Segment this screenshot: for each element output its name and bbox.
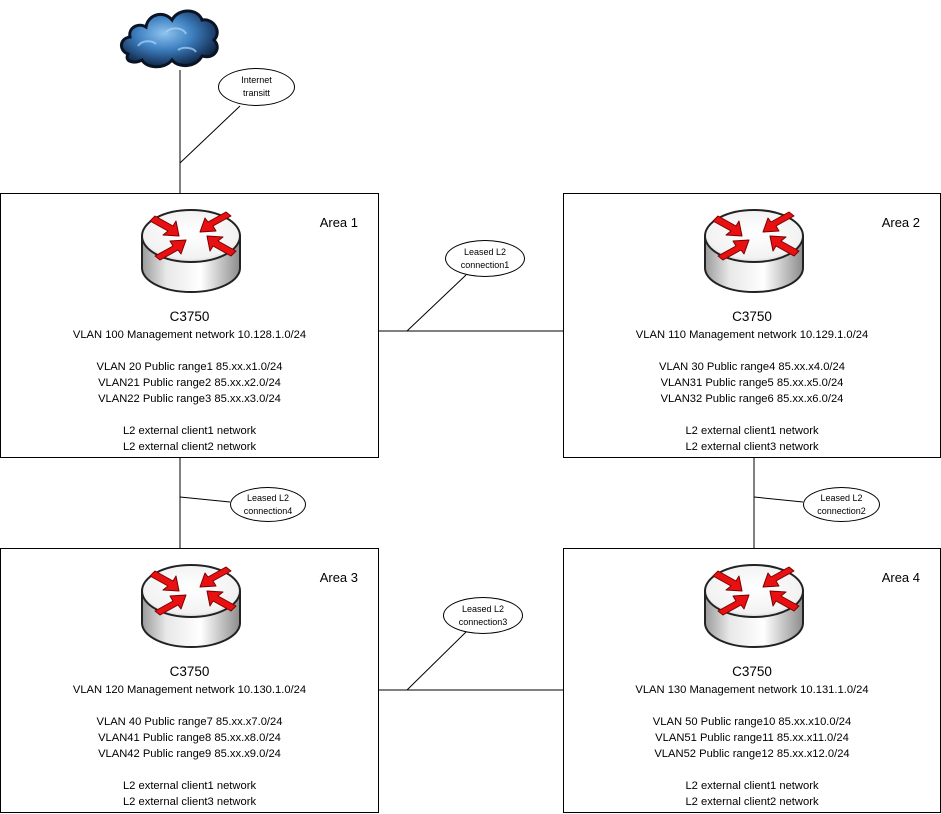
management-vlan: VLAN 130 Management network 10.131.1.0/2… [635,684,869,696]
public-vlan: VLAN51 Public range11 85.xx.x11.0/24 [655,732,849,744]
vlan-list: VLAN 110 Management network 10.129.1.0/2… [564,327,940,455]
area-2-box: Area 2 C3750 VLAN 110 Management network… [563,193,941,458]
leased-connection2-callout: Leased L2 connection2 [803,487,880,522]
public-vlan: VLAN41 Public range8 85.xx.x8.0/24 [98,732,281,744]
management-vlan: VLAN 100 Management network 10.128.1.0/2… [72,329,307,341]
router-icon [139,559,243,651]
area-label: Area 1 [319,215,358,230]
area-label: Area 3 [319,570,358,585]
client-network: L2 external client1 network [685,425,819,437]
client-network: L2 external client3 network [685,441,819,453]
callout-line-2: connection2 [817,505,866,516]
router-model: C3750 [169,309,210,324]
public-vlan: VLAN32 Public range6 85.xx.x6.0/24 [660,393,844,405]
internet-callout-pointer [179,105,241,164]
area-3-box: Area 3 C3750 VLAN 120 Management network… [0,548,379,813]
public-vlan: VLAN22 Public range3 85.xx.x3.0/24 [98,393,281,405]
router-icon [139,204,243,296]
area-label: Area 4 [881,570,920,585]
public-vlan: VLAN 40 Public range7 85.xx.x7.0/24 [96,716,283,728]
connection1-pointer [406,274,467,332]
public-vlan: VLAN 20 Public range1 85.xx.x1.0/24 [96,361,283,373]
internet-transit-callout: Internet transitt [218,68,295,106]
client-network: L2 external client2 network [685,796,819,808]
client-network: L2 external client1 network [122,780,257,792]
vlan-list: VLAN 100 Management network 10.128.1.0/2… [1,327,378,455]
callout-line-2: connection3 [458,616,508,627]
public-vlan: VLAN52 Public range12 85.xx.x12.0/24 [654,748,850,760]
callout-line-2: connection4 [243,505,293,516]
public-vlan: VLAN42 Public range9 85.xx.x9.0/24 [98,748,281,760]
vlan-list: VLAN 130 Management network 10.131.1.0/2… [564,682,940,810]
leased-connection4-callout: Leased L2 connection4 [230,487,306,522]
public-vlan: VLAN 30 Public range4 85.xx.x4.0/24 [659,361,845,373]
callout-line-1: Leased L2 [463,246,507,257]
management-vlan: VLAN 120 Management network 10.130.1.0/2… [72,684,307,696]
client-network: L2 external client3 network [122,796,257,808]
leased-connection1-callout: Leased L2 connection1 [445,240,525,277]
public-vlan: VLAN 50 Public range10 85.xx.x10.0/24 [652,716,852,728]
router-model: C3750 [732,664,772,679]
router-icon [702,204,806,296]
area-4-box: Area 4 C3750 VLAN 130 Management network… [563,548,941,813]
cloud-icon [120,9,219,69]
leased-connection3-callout: Leased L2 connection3 [443,597,523,634]
area-label: Area 2 [881,215,920,230]
client-network: L2 external client2 network [122,441,257,453]
public-vlan: VLAN31 Public range5 85.xx.x5.0/24 [660,377,844,389]
area-1-box: Area 1 C3750 VLAN 100 Management network… [0,193,379,458]
management-vlan: VLAN 110 Management network 10.129.1.0/2… [635,329,869,341]
router-icon [702,559,806,651]
connection3-pointer [406,631,467,691]
callout-line-2: connection1 [460,259,510,270]
callout-line-1: Leased L2 [246,492,290,503]
callout-line-1: Internet [241,75,272,85]
vlan-list: VLAN 120 Management network 10.130.1.0/2… [1,682,378,810]
router-model: C3750 [732,309,772,324]
router-model: C3750 [169,664,210,679]
client-network: L2 external client1 network [122,425,257,437]
public-vlan: VLAN21 Public range2 85.xx.x2.0/24 [98,377,281,389]
callout-line-2: transitt [242,88,270,98]
connection2-pointer [753,496,804,503]
client-network: L2 external client1 network [685,780,819,792]
connection4-pointer [179,496,231,503]
callout-line-1: Leased L2 [820,492,863,503]
callout-line-1: Leased L2 [461,603,505,614]
